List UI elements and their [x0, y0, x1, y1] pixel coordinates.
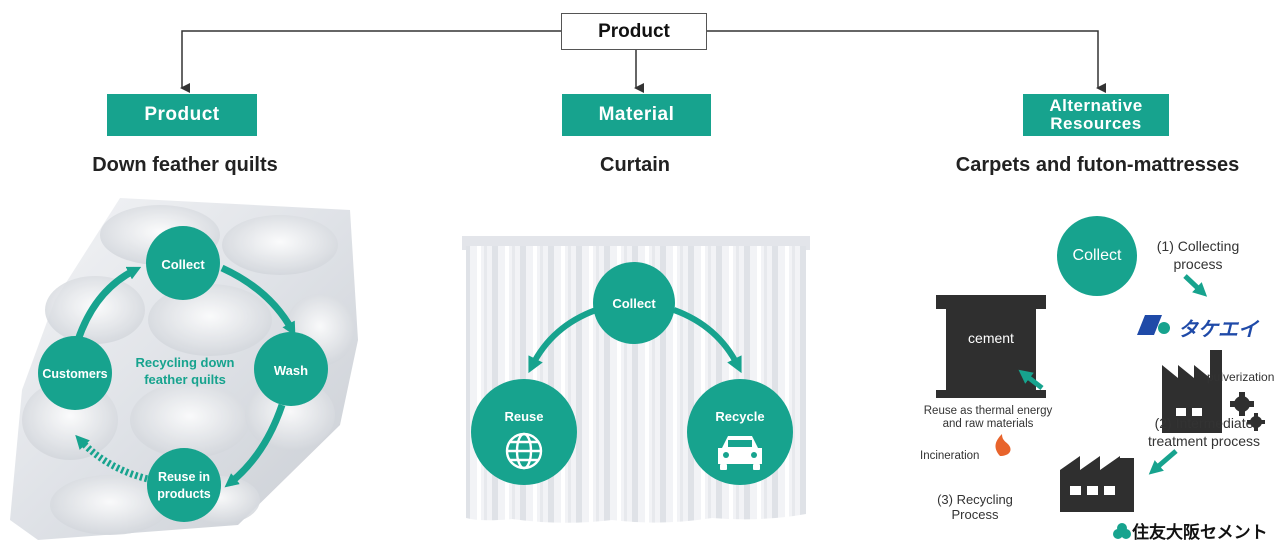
step3-line1: (3) Recycling — [937, 492, 1013, 507]
step2-line1: (2) Intermediate — [1154, 415, 1254, 431]
reuse-thermal-label: Reuse as thermal energy and raw material… — [912, 405, 1064, 431]
curtain-reuse-circle: Reuse — [504, 408, 544, 424]
top-product-box: Product — [561, 13, 707, 50]
sumitomo-osaka-cement-logo — [1113, 523, 1131, 539]
category-product: Product — [107, 94, 257, 136]
quilt-collect-circle: Collect — [161, 256, 205, 272]
quilt-center-line1: Recycling down — [135, 355, 235, 370]
takeei-logo — [1137, 315, 1170, 335]
quilt-cycle-arrows — [38, 226, 328, 522]
step2-line2: treatment process — [1147, 433, 1261, 449]
curtain-cycle — [471, 262, 793, 485]
quilt-center-line2: feather quilts — [144, 372, 226, 387]
quilt-reuse-line1: Reuse in — [157, 470, 211, 484]
arrow-collect-to-reuse — [528, 307, 598, 374]
quilt-wash-circle: Wash — [273, 362, 309, 378]
arrow-reuse-to-customers — [75, 434, 153, 484]
curtain-collect-circle: Collect — [612, 295, 656, 311]
car-icon — [718, 436, 762, 470]
subtitle-curtain: Curtain — [600, 154, 670, 176]
step3-line2: Process — [951, 507, 999, 522]
reuse-thermal-line1: Reuse as thermal energy — [923, 405, 1053, 417]
curtain-recycle-circle: Recycle — [715, 408, 765, 424]
arrow-customers-to-collect — [74, 266, 142, 342]
quilt-center-label: Recycling down feather quilts — [118, 354, 252, 388]
quilt-reuse-line2: products — [157, 487, 211, 501]
arrow-collect-to-recycle — [672, 307, 742, 374]
arrow-step2 — [1148, 449, 1178, 475]
subtitle-down-feather-quilts: Down feather quilts — [92, 154, 278, 176]
step3-label: (3) Recycling Process — [920, 492, 1030, 522]
factory-recycling-icon — [1060, 456, 1134, 512]
carpet-process-graphic — [936, 216, 1265, 539]
step2-label: (2) Intermediate treatment process — [1134, 414, 1274, 450]
arrow-wash-to-reuse — [224, 403, 286, 488]
cement-silo-icon — [936, 295, 1046, 398]
arrow-collect-to-wash — [220, 264, 296, 337]
pulverization-label: pulverization — [1207, 370, 1274, 384]
flame-icon — [995, 434, 1011, 456]
arrow-step1 — [1183, 274, 1208, 297]
category-line1: Alternative — [1049, 96, 1143, 115]
step1-line2: process — [1173, 256, 1223, 272]
quilt-reuse-circle: Reuse in products — [147, 466, 221, 506]
category-alternative-resources: Alternative Resources — [1023, 94, 1169, 136]
quilt-customers-circle: Customers — [42, 367, 108, 381]
step1-label: (1) Collecting process — [1138, 237, 1258, 273]
sumitomo-logo-text: 住友大阪セメント — [1132, 523, 1268, 542]
globe-icon — [505, 432, 543, 470]
category-material: Material — [562, 94, 711, 136]
carpet-collect-circle: Collect — [1072, 247, 1122, 264]
factory-pulverization-icon — [1162, 350, 1222, 433]
takeei-logo-text: タケエイ — [1178, 319, 1258, 341]
connector-left — [180, 30, 561, 93]
gear-icon — [1230, 392, 1265, 431]
connector-right — [707, 30, 1106, 93]
cement-label: cement — [968, 330, 1014, 346]
reuse-thermal-line2: and raw materials — [942, 418, 1034, 430]
incineration-label: Incineration — [920, 450, 980, 462]
arrow-to-incineration — [1018, 369, 1044, 390]
category-line2: Resources — [1050, 114, 1142, 133]
subtitle-carpets-futon: Carpets and futon-mattresses — [955, 154, 1240, 176]
step1-line1: (1) Collecting — [1156, 238, 1240, 254]
